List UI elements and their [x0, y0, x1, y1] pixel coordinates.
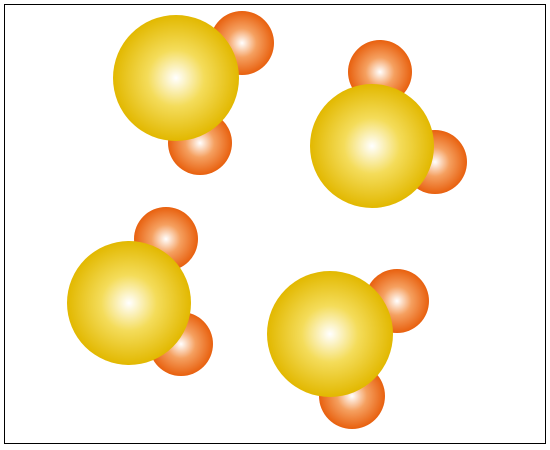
- molecule-4: [267, 269, 429, 429]
- large-atom: [113, 15, 239, 141]
- molecule-3: [67, 207, 213, 376]
- large-atom: [67, 241, 191, 365]
- molecule-1: [113, 11, 274, 175]
- frame-border: [4, 4, 546, 444]
- molecule-2: [310, 40, 467, 208]
- large-atom: [310, 84, 434, 208]
- large-atom: [267, 271, 393, 397]
